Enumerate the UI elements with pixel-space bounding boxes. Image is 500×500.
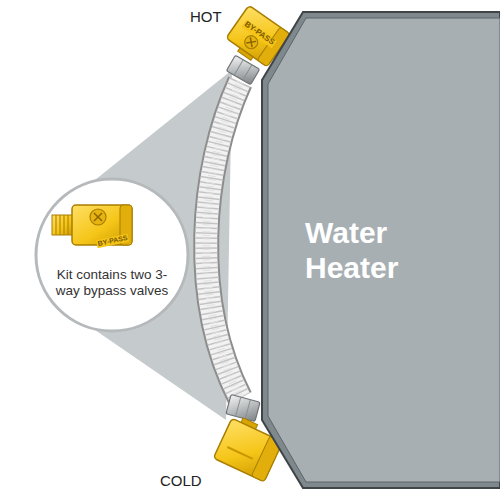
hose-nut-part	[234, 60, 243, 76]
callout-valve-part	[94, 213, 102, 221]
callout-valve-part	[55, 215, 56, 235]
braided-hose-part	[206, 82, 240, 398]
callout-outline	[36, 179, 188, 331]
hose-nut-part	[226, 55, 259, 85]
callout-valve-part	[94, 213, 102, 221]
hose-nut-part	[236, 397, 241, 416]
cold-label: COLD	[160, 473, 202, 490]
hot-bypass-valve-part	[246, 37, 256, 47]
callout-text: Kit contains two 3-way bypass valves	[52, 267, 172, 299]
water-heater-tank-outline	[258, 10, 500, 490]
callout-circle-outline	[34, 177, 190, 333]
hot-label-holder: HOT	[190, 8, 222, 26]
braided-hose-part	[206, 82, 240, 398]
callout-valve-part	[63, 215, 64, 235]
braided-hose-part	[206, 82, 240, 398]
hose-nut-part	[243, 65, 252, 81]
callout-circle: Kit contains two 3-way bypass valves	[34, 177, 190, 333]
hose-nut	[226, 55, 259, 85]
water-heater-tank: Water Heater	[258, 10, 500, 490]
hot-label: HOT	[190, 9, 222, 26]
callout-valve-part	[90, 209, 106, 225]
braided-hose	[206, 82, 240, 398]
braided-hose-part	[206, 82, 240, 398]
callout-valve-part	[52, 215, 74, 235]
hot-bypass-valve-part	[246, 37, 256, 47]
tank-rim	[262, 12, 500, 488]
cold-label-holder: COLD	[160, 472, 202, 490]
cold-bypass-valve-part	[227, 447, 252, 459]
tank-body	[268, 18, 500, 482]
callout-valve-part	[67, 215, 68, 235]
hose-nut-part	[245, 400, 250, 419]
callout-valve-part	[59, 215, 60, 235]
tank-label: Water Heater	[305, 215, 435, 286]
